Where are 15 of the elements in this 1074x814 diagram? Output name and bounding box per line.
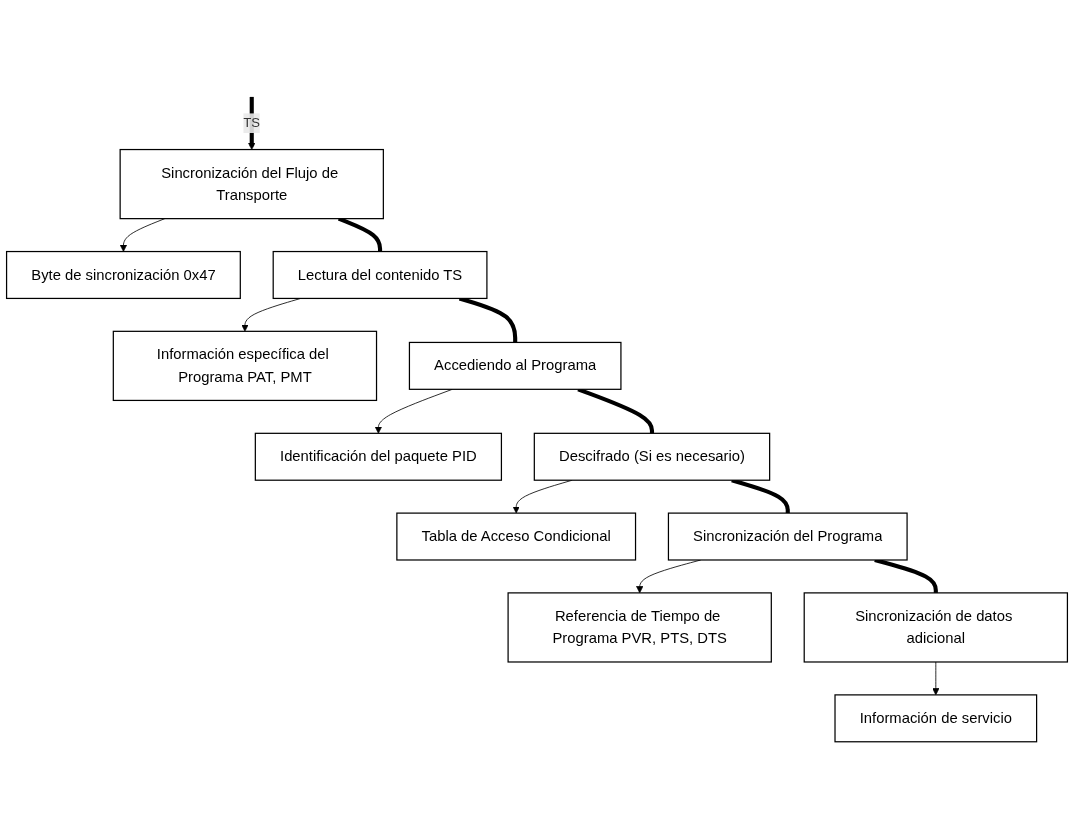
edge-label: TS	[243, 115, 261, 130]
connector	[874, 558, 938, 593]
node-box: Descifrado (Si es necesario)	[533, 432, 771, 481]
node-box: Sincronización de datos adicional	[803, 592, 1069, 663]
node-box: Información de servicio	[834, 694, 1038, 743]
node-box: Byte de sincronización 0x47	[5, 250, 241, 300]
node-box: Sincronización del Flujo de Transporte	[119, 148, 384, 220]
node-box: Identificación del paquete PID	[254, 432, 503, 481]
node-box: Lectura del contenido TS	[272, 250, 488, 300]
node-box: Tabla de Acceso Condicional	[396, 512, 637, 561]
node-box: Información específica del Programa PAT, PMT	[112, 330, 378, 402]
node-box: Accediendo al Programa	[408, 341, 622, 390]
node-box: Referencia de Tiempo de Programa PVR, PTS, DTS	[507, 592, 772, 663]
node-box: Sincronización del Programa	[667, 512, 908, 561]
arrow	[248, 96, 256, 150]
